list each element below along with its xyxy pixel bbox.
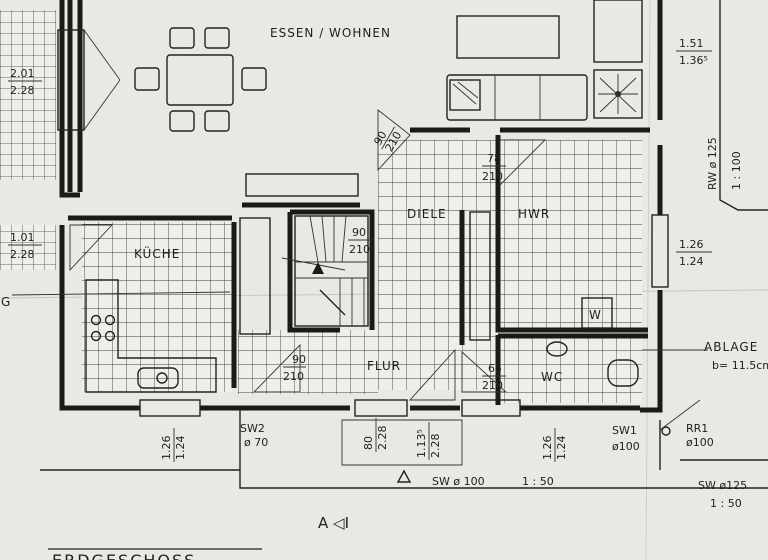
svg-text:1.26: 1.26 bbox=[679, 238, 704, 251]
window-mark: 1.26 1.24 bbox=[676, 238, 712, 268]
window-mark: 1.51 1.36⁵ bbox=[676, 37, 712, 67]
hwr-left-wall bbox=[495, 135, 648, 333]
room-label-diele: DIELE bbox=[407, 207, 447, 221]
svg-text:1.51: 1.51 bbox=[679, 37, 704, 50]
sideboard bbox=[456, 15, 560, 59]
exterior-wall-left bbox=[59, 0, 80, 198]
svg-text:1.24: 1.24 bbox=[174, 436, 187, 461]
ablage-label: ABLAGE bbox=[704, 340, 758, 354]
exterior-wall-right bbox=[640, 0, 663, 413]
exterior-wall-left-2 bbox=[59, 225, 140, 411]
svg-text:78: 78 bbox=[487, 152, 501, 165]
door-mark: 90 210 bbox=[348, 226, 372, 256]
exterior-outline bbox=[40, 0, 768, 489]
door-swings bbox=[69, 109, 547, 401]
plant bbox=[598, 74, 638, 114]
room-label-kueche: KÜCHE bbox=[134, 245, 180, 261]
room-label-wc: WC bbox=[541, 370, 563, 384]
left-g-label: G bbox=[1, 295, 10, 309]
kitchen-counter bbox=[85, 279, 217, 393]
sw-main-scale: 1 : 50 bbox=[522, 475, 554, 488]
rr1-pipe bbox=[661, 426, 671, 436]
kitchen-island bbox=[239, 217, 271, 335]
svg-text:1.24: 1.24 bbox=[679, 255, 704, 268]
left-tile-area bbox=[0, 10, 56, 180]
svg-text:90: 90 bbox=[352, 226, 366, 239]
stair bbox=[281, 215, 369, 327]
window-mark: 1.26 1.24 bbox=[541, 428, 568, 462]
svg-text:2.28: 2.28 bbox=[10, 248, 35, 261]
hwr-floor bbox=[500, 140, 642, 330]
svg-text:210: 210 bbox=[283, 370, 304, 383]
exterior-wall-top-left bbox=[67, 0, 83, 192]
sw1-label: SW1 bbox=[612, 424, 637, 437]
rr1-label: RR1 bbox=[686, 422, 708, 435]
entrance-step bbox=[341, 419, 463, 466]
cabinet-top-right bbox=[593, 0, 643, 63]
wc-basin bbox=[546, 341, 568, 357]
hall-cupboard bbox=[469, 211, 491, 341]
stair-walls bbox=[287, 209, 375, 333]
kitchen-top-wall bbox=[68, 202, 360, 221]
room-label-essen-wohnen: ESSEN / WOHNEN bbox=[270, 26, 391, 40]
sofa bbox=[446, 74, 588, 121]
dining-set bbox=[134, 27, 267, 132]
svg-text:1.26: 1.26 bbox=[541, 436, 554, 461]
door-mark: 80 2.28 bbox=[362, 418, 389, 452]
svg-text:2.28: 2.28 bbox=[429, 434, 442, 459]
sw-right-scale: 1 : 50 bbox=[710, 497, 742, 510]
svg-text:1.01: 1.01 bbox=[10, 231, 35, 244]
rw-label: RW ø 125 1 : 100 bbox=[706, 137, 743, 190]
svg-text:210: 210 bbox=[349, 243, 370, 256]
svg-text:210: 210 bbox=[482, 379, 503, 392]
svg-text:210: 210 bbox=[482, 170, 503, 183]
sw2-diameter: ø 70 bbox=[244, 436, 268, 449]
svg-text:80: 80 bbox=[362, 436, 375, 450]
sw-main-label: SW ø 100 bbox=[432, 475, 485, 488]
wc-toilet bbox=[607, 359, 639, 387]
door-mark: 78 210 bbox=[482, 152, 506, 183]
paper-fold-vertical bbox=[645, 0, 651, 560]
svg-text:1.13⁵: 1.13⁵ bbox=[415, 429, 428, 458]
flur-floor bbox=[238, 330, 378, 394]
rr1-diameter: ø100 bbox=[686, 436, 714, 449]
footer-title: ERDGESCHOSS bbox=[52, 551, 196, 560]
svg-text:RW ø 125: RW ø 125 bbox=[706, 137, 719, 190]
sw2-label: SW2 bbox=[240, 422, 265, 435]
svg-text:1.36⁵: 1.36⁵ bbox=[679, 54, 708, 67]
svg-text:2.28: 2.28 bbox=[376, 426, 389, 451]
window-mark: 2.01 2.28 bbox=[8, 67, 42, 97]
sw-right-label: SW ø125 bbox=[698, 479, 747, 492]
section-marker: A ◁I bbox=[318, 514, 349, 532]
svg-text:2.28: 2.28 bbox=[10, 84, 35, 97]
triangle-marker bbox=[396, 469, 412, 483]
g-leader bbox=[11, 291, 231, 296]
window-mark: 1.13⁵ 2.28 bbox=[415, 422, 442, 460]
svg-text:1.26: 1.26 bbox=[160, 436, 173, 461]
low-board bbox=[245, 173, 359, 197]
svg-text:2.01: 2.01 bbox=[10, 67, 35, 80]
wc-floor bbox=[500, 335, 642, 403]
kitchen-floor bbox=[82, 222, 232, 392]
window-mark: 1.26 1.24 bbox=[160, 428, 187, 462]
door-mark: 65 210 bbox=[482, 362, 506, 392]
plant-box bbox=[593, 69, 643, 119]
diele-floor bbox=[378, 140, 500, 390]
svg-text:90: 90 bbox=[292, 353, 306, 366]
sw1-diameter: ø100 bbox=[612, 440, 640, 453]
hwr-w-label: W bbox=[589, 308, 601, 322]
washer bbox=[581, 297, 613, 329]
door-mark: 90 210 bbox=[283, 353, 306, 383]
rr1-line bbox=[659, 399, 701, 431]
window-openings bbox=[57, 29, 669, 417]
left-tile-area-lower bbox=[0, 225, 56, 270]
svg-text:1.24: 1.24 bbox=[555, 436, 568, 461]
room-label-flur: FLUR bbox=[367, 359, 401, 373]
svg-text:1 : 100: 1 : 100 bbox=[730, 151, 743, 190]
window-mark: 1.01 2.28 bbox=[8, 231, 42, 261]
room-label-hwr: HWR bbox=[518, 207, 550, 221]
ablage-width: b= 11.5cm bbox=[712, 359, 768, 372]
svg-text:65: 65 bbox=[488, 362, 502, 375]
